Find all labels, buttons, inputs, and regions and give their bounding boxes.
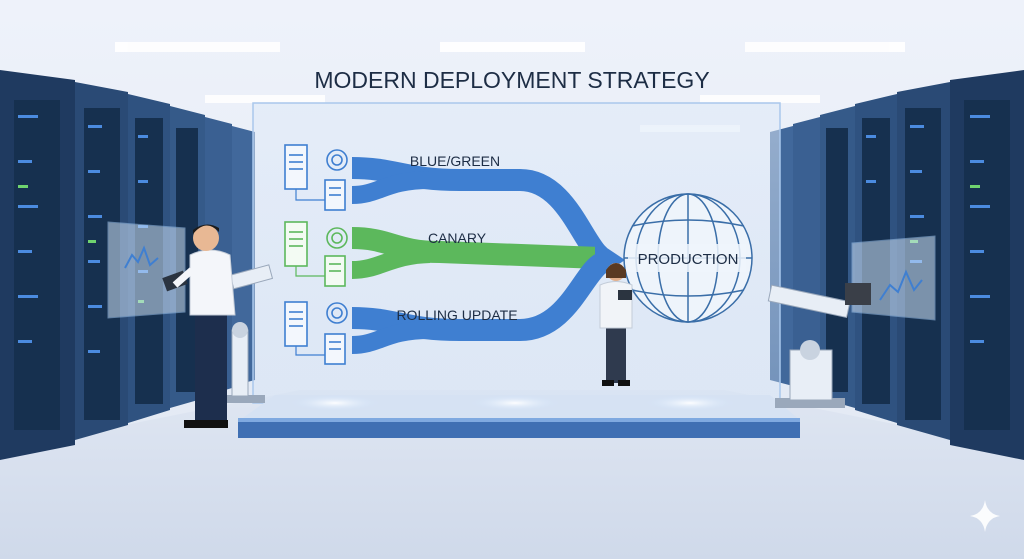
strategy-label-rolling-update: ROLLING UPDATE <box>396 307 517 323</box>
strategy-label-blue-green: BLUE/GREEN <box>410 153 500 169</box>
left-holo-panel <box>108 222 185 318</box>
strategy-label-canary: CANARY <box>428 230 487 246</box>
right-holo-panel <box>852 236 935 320</box>
tablet-icon <box>618 290 632 300</box>
page-title: MODERN DEPLOYMENT STRATEGY <box>314 67 709 93</box>
stage-platform <box>238 395 800 438</box>
production-label: PRODUCTION <box>638 251 739 268</box>
